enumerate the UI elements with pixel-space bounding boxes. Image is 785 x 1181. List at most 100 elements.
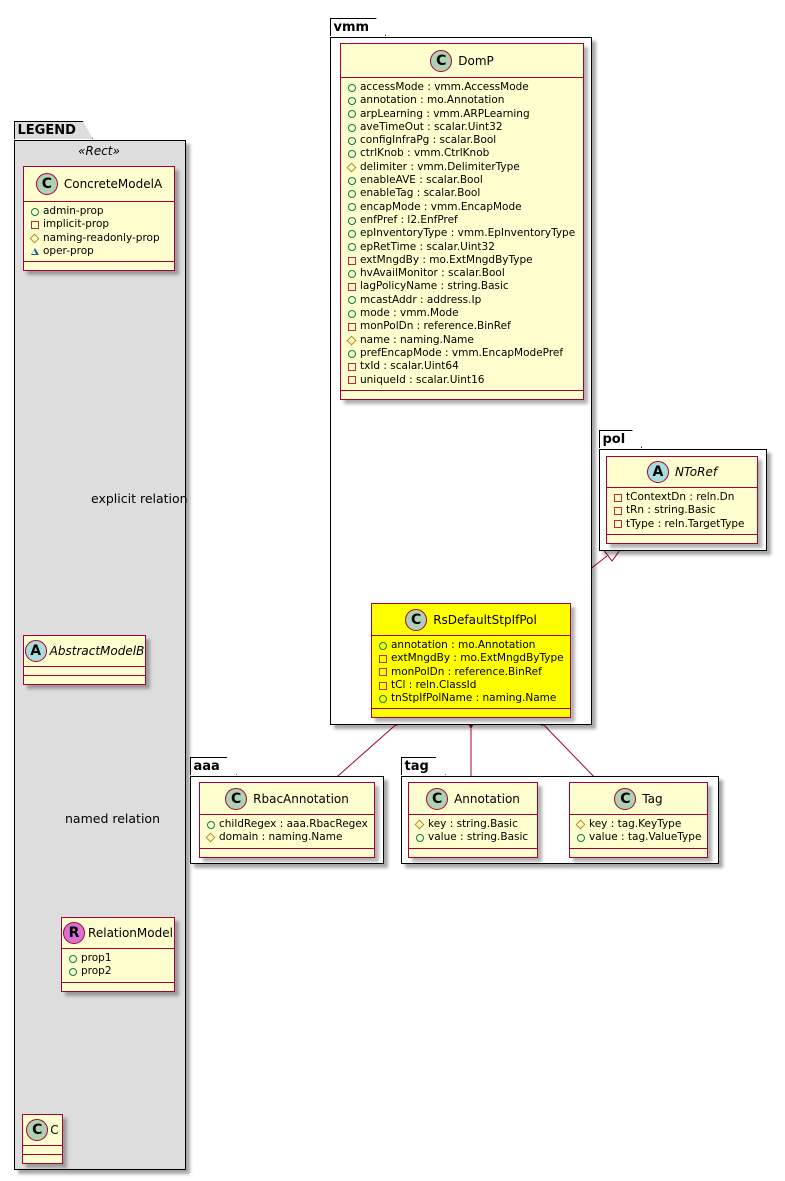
attribute: epInventoryType : vmm.EpInventoryType [347, 227, 577, 240]
protected-icon [576, 820, 585, 829]
package-name: aaa [193, 759, 220, 774]
attribute: epRetTime : scalar.Uint32 [347, 241, 577, 254]
class-name: RbacAnnotation [253, 791, 349, 806]
package-tab: LEGEND [14, 121, 93, 139]
class-relation-model[interactable]: R RelationModel prop1 prop2 [61, 917, 175, 992]
attribute-list [23, 1146, 62, 1155]
public-icon [347, 150, 356, 159]
package-tab: aaa [190, 757, 237, 775]
package-name: tag [404, 759, 429, 774]
public-icon [415, 833, 424, 842]
public-icon [68, 954, 77, 963]
attribute: monPolDn : reference.BinRef [378, 666, 564, 679]
attribute: admin-prop [30, 205, 168, 218]
private-icon [347, 283, 356, 292]
attribute: prop1 [68, 952, 168, 965]
attribute: configInfraPg : scalar.Bool [347, 134, 577, 147]
class-rbacannotation[interactable]: C RbacAnnotation childRegex : aaa.RbacRe… [199, 782, 375, 858]
protected-icon [415, 820, 424, 829]
protected-icon [347, 163, 356, 172]
attribute: tContextDn : reln.Dn [613, 491, 751, 504]
attribute: prefEncapMode : vmm.EncapModePref [347, 347, 577, 360]
relation-icon: R [63, 922, 86, 944]
public-icon [347, 96, 356, 105]
class-icon: C [405, 608, 428, 631]
public-icon [378, 694, 387, 703]
attribute: value : string.Basic [415, 831, 531, 844]
attribute: uniqueId : scalar.Uint16 [347, 374, 577, 387]
class-header: C ConcreteModelA [24, 167, 174, 202]
class-name: NToRef [674, 465, 718, 479]
attribute: name : naming.Name [347, 334, 577, 347]
method-list [607, 535, 757, 543]
attribute: hvAvailMonitor : scalar.Bool [347, 267, 577, 280]
attribute-list: prop1 prop2 [62, 949, 174, 983]
class-rsdefaultstpifpol[interactable]: C RsDefaultStpIfPol annotation : mo.Anno… [371, 603, 571, 719]
attribute: arpLearning : vmm.ARPLearning [347, 108, 577, 121]
class-header: A NToRef [607, 457, 757, 488]
attribute: enableAVE : scalar.Bool [347, 174, 577, 187]
class-header: C RbacAnnotation [200, 783, 374, 815]
rsdefault-rbac-composition [329, 720, 401, 784]
class-name: RsDefaultStpIfPol [433, 612, 537, 627]
attribute: key : string.Basic [415, 818, 531, 831]
rsdefault-tag-composition [539, 720, 601, 784]
public-icon [347, 309, 356, 318]
class-header: C C [23, 1115, 62, 1146]
class-c[interactable]: C C [22, 1114, 63, 1164]
attribute: enfPref : l2.EnfPref [347, 214, 577, 227]
attribute: lagPolicyName : string.Basic [347, 280, 577, 293]
private-icon [378, 668, 387, 677]
attribute: aveTimeOut : scalar.Uint32 [347, 121, 577, 134]
method-list [23, 1155, 62, 1163]
class-icon: C [35, 173, 58, 195]
private-icon [378, 654, 387, 663]
attribute-list: admin-prop implicit-prop naming-readonly… [24, 202, 174, 263]
private-icon [613, 506, 622, 515]
private-icon [30, 220, 39, 229]
attribute: tRn : string.Basic [613, 504, 751, 517]
attribute: ctrlKnob : vmm.CtrlKnob [347, 147, 577, 160]
attribute: oper-prop [30, 245, 168, 258]
method-list [570, 849, 707, 857]
public-icon [347, 229, 356, 238]
attribute: tType : reln.TargetType [613, 518, 751, 531]
package-visibility-icon [30, 247, 39, 256]
public-icon [576, 833, 585, 842]
class-name: AbstractModelB [49, 644, 145, 658]
protected-icon [206, 833, 215, 842]
class-abstract-model-b[interactable]: A AbstractModelB [23, 635, 146, 685]
public-icon [68, 967, 77, 976]
public-icon [347, 349, 356, 358]
public-icon [30, 207, 39, 216]
attribute: mcastAddr : address.Ip [347, 294, 577, 307]
class-icon: C [614, 787, 637, 810]
class-icon: C [426, 787, 449, 810]
class-concrete-model-a[interactable]: C ConcreteModelA admin-prop implicit-pro… [23, 166, 175, 272]
attribute: implicit-prop [30, 218, 168, 231]
attribute: encapMode : vmm.EncapMode [347, 201, 577, 214]
private-icon [347, 322, 356, 331]
class-header: C Annotation [409, 783, 537, 815]
attribute: mode : vmm.Mode [347, 307, 577, 320]
attribute: monPolDn : reference.BinRef [347, 320, 577, 333]
public-icon [347, 216, 356, 225]
method-list [200, 849, 374, 857]
legend-stereotype: «Rect» [78, 144, 120, 158]
private-icon [378, 681, 387, 690]
method-list [409, 849, 537, 857]
package-tab: pol [599, 430, 643, 448]
method-list [372, 709, 570, 717]
public-icon [347, 176, 356, 185]
private-icon [613, 520, 622, 529]
method-list [24, 262, 174, 270]
class-name: RelationModel [88, 926, 173, 940]
public-icon [347, 136, 356, 145]
